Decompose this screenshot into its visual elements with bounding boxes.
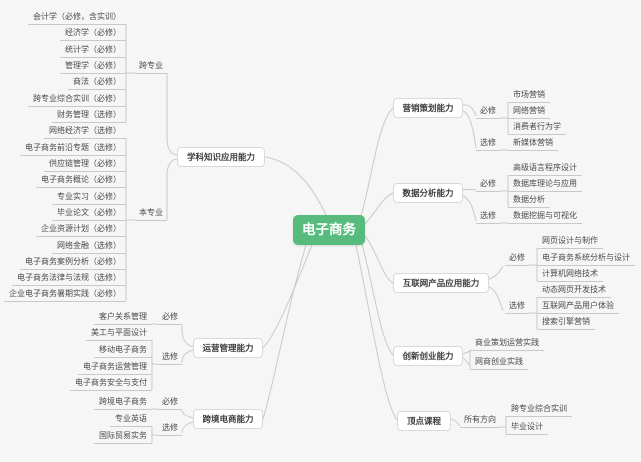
course-node[interactable]: 商业策划运营实践 [470, 337, 544, 351]
group-label-required[interactable]: 必修 [476, 178, 500, 192]
course-node[interactable]: 互联网产品用户体验 [537, 300, 619, 314]
course-node[interactable]: 电子商务概论（必修） [36, 174, 126, 188]
central-topic[interactable]: 电子商务 [293, 215, 365, 245]
course-node[interactable]: 会计学（必修，含实训） [28, 11, 126, 25]
course-node[interactable]: 供应链管理（必修） [44, 158, 126, 172]
course-node[interactable]: 网络营销 [508, 105, 550, 119]
course-node[interactable]: 经济学（必修） [60, 27, 126, 41]
course-node[interactable]: 网商创业实践 [470, 356, 528, 370]
course-node[interactable]: 跨专业综合实训 [506, 403, 572, 417]
group-label-all-directions[interactable]: 所有方向 [460, 414, 500, 428]
branch-internet-product[interactable]: 互联网产品应用能力 [393, 273, 489, 293]
course-node[interactable]: 跨境电子商务 [94, 396, 152, 410]
group-label-required[interactable]: 必修 [505, 252, 529, 266]
course-node[interactable]: 毕业论文（必修） [52, 207, 126, 221]
group-label-required[interactable]: 必修 [476, 105, 500, 119]
course-node[interactable]: 网络经济学（选修） [44, 125, 126, 139]
course-node[interactable]: 电子商务前沿专题（选修） [20, 142, 126, 156]
course-node[interactable]: 数据挖掘与可视化 [508, 210, 582, 224]
course-node[interactable]: 电子商务运营管理 [78, 361, 152, 375]
course-node[interactable]: 电子商务安全与支付 [70, 377, 152, 391]
group-label-elective[interactable]: 选修 [158, 351, 182, 365]
course-node[interactable]: 国际贸易实务 [94, 430, 152, 444]
course-node[interactable]: 商法（必修） [68, 76, 126, 90]
group-label-elective[interactable]: 选修 [505, 300, 529, 314]
course-node[interactable]: 统计学（必修） [60, 44, 126, 58]
course-node[interactable]: 动态网页开发技术 [537, 284, 611, 298]
course-node[interactable]: 客户关系管理 [94, 311, 152, 325]
course-node[interactable]: 移动电子商务 [94, 344, 152, 358]
branch-capstone[interactable]: 顶点课程 [397, 411, 451, 431]
course-node[interactable]: 毕业设计 [506, 421, 548, 435]
group-label-elective[interactable]: 选修 [476, 137, 500, 151]
branch-marketing[interactable]: 营销策划能力 [393, 98, 463, 118]
course-node[interactable]: 管理学（必修） [60, 60, 126, 74]
course-node[interactable]: 搜索引擎营销 [537, 316, 595, 330]
branch-cross-border[interactable]: 跨境电商能力 [193, 409, 263, 429]
course-node[interactable]: 电子商务案例分析（必修） [20, 256, 126, 270]
branch-subject-knowledge[interactable]: 学科知识应用能力 [177, 147, 265, 167]
course-node[interactable]: 企业资源计划（必修） [36, 223, 126, 237]
group-label-elective[interactable]: 选修 [158, 422, 182, 436]
group-label-required[interactable]: 必修 [158, 396, 182, 410]
course-node[interactable]: 专业英语 [110, 413, 152, 427]
course-node[interactable]: 网络金融（选修） [52, 240, 126, 254]
group-label-own-major[interactable]: 本专业 [135, 207, 167, 221]
course-node[interactable]: 数据分析 [508, 194, 550, 208]
branch-data-analysis[interactable]: 数据分析能力 [393, 183, 463, 203]
course-node[interactable]: 电子商务法律与法规（选修） [12, 272, 126, 286]
course-node[interactable]: 高级语言程序设计 [508, 162, 582, 176]
group-label-elective[interactable]: 选修 [476, 210, 500, 224]
course-node[interactable]: 市场营销 [508, 89, 550, 103]
course-node[interactable]: 新媒体营销 [508, 137, 558, 151]
course-node[interactable]: 消费者行为学 [508, 121, 566, 135]
course-node[interactable]: 企业电子商务暑期实践（必修） [4, 288, 126, 302]
course-node[interactable]: 电子商务系统分析与设计 [537, 252, 635, 266]
course-node[interactable]: 财务管理（选修） [52, 109, 126, 123]
group-label-required[interactable]: 必修 [158, 311, 182, 325]
branch-innovation[interactable]: 创新创业能力 [393, 346, 463, 366]
group-label-cross-major[interactable]: 跨专业 [135, 60, 167, 74]
course-node[interactable]: 数据库理论与应用 [508, 178, 582, 192]
course-node[interactable]: 专业实习（必修） [52, 191, 126, 205]
course-node[interactable]: 跨专业综合实训（必修） [28, 93, 126, 107]
course-node[interactable]: 美工与平面设计 [86, 327, 152, 341]
course-node[interactable]: 网页设计与制作 [537, 235, 603, 249]
course-node[interactable]: 计算机网络技术 [537, 268, 603, 282]
branch-operation[interactable]: 运营管理能力 [193, 338, 263, 358]
